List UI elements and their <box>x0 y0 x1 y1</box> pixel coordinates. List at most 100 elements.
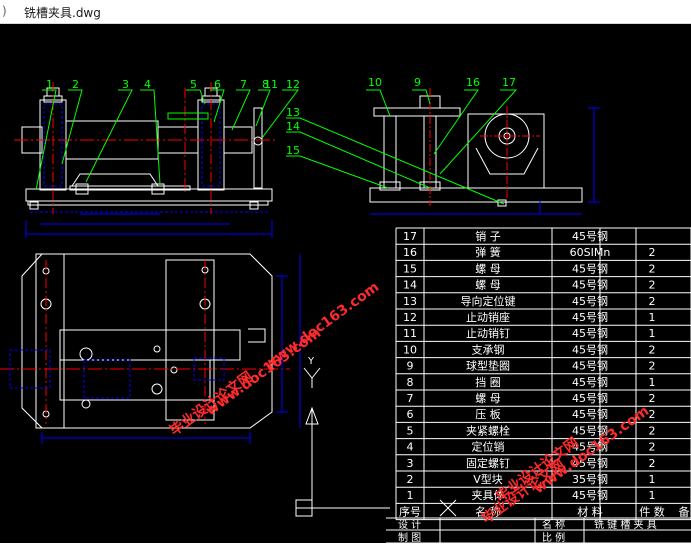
parts-row-material: 60SIMn <box>570 246 611 259</box>
balloon-11: 11 <box>264 78 278 91</box>
balloon-10: 10 <box>368 76 382 89</box>
parts-row-qty: 1 <box>649 311 656 324</box>
parts-row-material: 45号钢 <box>572 311 608 324</box>
titlebar-edge-glyph: ) <box>2 4 7 18</box>
balloon-12: 12 <box>286 78 300 91</box>
parts-row-no: 9 <box>407 360 414 373</box>
parts-row-no: 5 <box>407 424 414 437</box>
parts-row-material: 45号钢 <box>572 327 608 340</box>
parts-row-material: 45号钢 <box>572 441 608 454</box>
parts-row-qty: 2 <box>649 246 656 259</box>
parts-row-qty: 2 <box>649 392 656 405</box>
parts-row-qty: 2 <box>649 343 656 356</box>
parts-row-qty: 1 <box>649 327 656 340</box>
balloon-7: 7 <box>240 78 247 91</box>
parts-row-no: 11 <box>403 327 417 340</box>
side-dimensions <box>370 107 600 215</box>
watermark-text-a: 毕业设计论文网 <box>166 368 255 439</box>
parts-row-material: 45号钢 <box>572 489 608 502</box>
parts-row-material: 45号钢 <box>572 230 608 243</box>
title-design-label: 设 计 <box>398 518 421 531</box>
front-clamp-handle <box>167 112 209 120</box>
parts-row-no: 4 <box>407 441 414 454</box>
parts-header-name: 名 称 <box>475 504 501 518</box>
parts-header-qty: 件 数 <box>639 505 665 518</box>
parts-row-no: 13 <box>403 295 417 308</box>
balloon-17: 17 <box>502 76 516 89</box>
parts-row-no: 14 <box>403 279 417 292</box>
parts-row-name: 支承钢 <box>472 343 505 356</box>
balloon-9: 9 <box>414 76 421 89</box>
parts-row-material: 45号钢 <box>572 262 608 275</box>
watermark-site-b: www.doc163.com <box>261 279 382 373</box>
ucs-icon: Y <box>295 356 390 517</box>
side-v-block <box>467 113 545 189</box>
parts-row-name: 固定螺钉 <box>466 456 510 470</box>
parts-row-no: 10 <box>403 343 417 356</box>
parts-row-no: 16 <box>403 246 417 259</box>
parts-row-qty: 2 <box>649 295 656 308</box>
parts-header-no: 序号 <box>399 504 421 518</box>
parts-row-name: 挡 圈 <box>475 375 501 389</box>
parts-row-no: 2 <box>407 473 414 486</box>
parts-row-qty: 2 <box>649 457 656 470</box>
parts-row-no: 8 <box>407 376 414 389</box>
parts-row-qty: 2 <box>649 360 656 373</box>
parts-row-no: 17 <box>403 230 417 243</box>
balloon-labels: 1 2 3 4 5 6 7 8 11 12 10 9 16 17 13 14 1… <box>46 76 516 157</box>
side-top-plate <box>373 107 461 117</box>
parts-row-name: 销 子 <box>475 229 501 243</box>
parts-row-qty: 2 <box>649 408 656 421</box>
parts-row-material: 45号钢 <box>572 457 608 470</box>
balloon-15: 15 <box>286 144 300 157</box>
balloon-3: 3 <box>122 78 129 91</box>
top-hidden-lines <box>9 349 225 399</box>
title-drafting-label: 制 图 <box>398 531 421 543</box>
side-center-lines <box>429 88 540 206</box>
balloon-leaders <box>35 89 518 205</box>
front-base-plate <box>25 188 273 202</box>
parts-row-qty: 1 <box>649 489 656 502</box>
cursor-cross <box>439 499 457 517</box>
title-drawing-name: 铣 键 槽 夹 具 <box>594 518 657 531</box>
parts-row-name: 夹具体 <box>472 488 505 502</box>
top-center-lines <box>0 260 290 424</box>
balloon-4: 4 <box>144 78 151 91</box>
parts-row-name: 螺 母 <box>475 279 501 292</box>
side-base-plate <box>369 187 583 203</box>
top-dimensions <box>41 254 301 444</box>
parts-row-no: 7 <box>407 392 414 405</box>
parts-row-name: 夹紧螺栓 <box>466 423 510 437</box>
cad-drawing-canvas[interactable]: 1 2 3 4 5 6 7 8 11 12 10 9 16 17 13 14 1… <box>0 24 691 544</box>
parts-row-name: 导向定位键 <box>461 294 516 308</box>
parts-row-material: 45号钢 <box>572 392 608 405</box>
parts-row-no: 3 <box>407 457 414 470</box>
parts-row-qty: 1 <box>649 376 656 389</box>
parts-header-remark: 备 <box>679 504 690 518</box>
parts-row-material: 45号钢 <box>572 424 608 437</box>
parts-row-material: 45号钢 <box>572 408 608 421</box>
parts-row-name: 球型垫圈 <box>466 359 510 373</box>
window-title: 铣槽夹具.dwg <box>24 6 101 20</box>
title-block-text: 设 计 制 图 名 称 比 例 铣 键 槽 夹 具 <box>398 518 657 544</box>
parts-row-name: 螺 母 <box>475 262 501 275</box>
balloon-2: 2 <box>72 78 79 91</box>
parts-row-name: 螺 母 <box>475 392 501 405</box>
top-right-bracket <box>165 259 215 421</box>
parts-row-material: 45号钢 <box>572 360 608 373</box>
balloon-13: 13 <box>286 106 300 119</box>
parts-row-qty: 2 <box>649 279 656 292</box>
parts-row-no: 15 <box>403 262 417 275</box>
parts-row-name: 止动销座 <box>466 310 510 324</box>
parts-row-no: 12 <box>403 311 417 324</box>
front-base-lip <box>27 200 269 206</box>
cad-drawing-svg[interactable]: 1 2 3 4 5 6 7 8 11 12 10 9 16 17 13 14 1… <box>0 24 691 544</box>
front-view <box>21 87 273 210</box>
title-scale-label: 比 例 <box>542 531 565 543</box>
balloon-16: 16 <box>466 76 480 89</box>
balloon-5: 5 <box>190 78 197 91</box>
parts-row-name: 定位销 <box>472 440 505 454</box>
parts-header-material: 材 料 <box>577 504 603 518</box>
balloon-1: 1 <box>46 78 53 91</box>
